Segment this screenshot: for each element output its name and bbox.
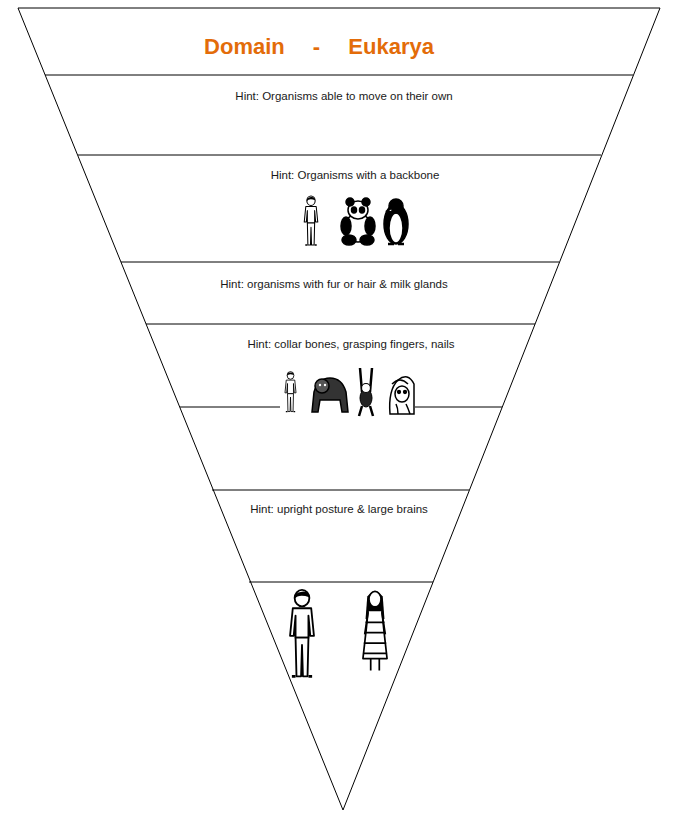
- hint-band: Hint: Organisms able to move on their ow…: [231, 88, 456, 106]
- hint-text: Hint: organisms with fur or hair & milk …: [220, 278, 448, 292]
- orangutan-figure: [390, 377, 414, 414]
- hint-text: Hint: Organisms able to move on their ow…: [235, 90, 452, 104]
- hint-band: Hint: upright posture & large brains: [246, 501, 432, 519]
- hint-text: Hint: upright posture & large brains: [250, 503, 428, 517]
- hint-text: Hint: Organisms with a backbone: [271, 169, 440, 183]
- gibbon-figure: [359, 368, 373, 416]
- woman-figure: [363, 591, 387, 670]
- hint-band: Hint: organisms with fur or hair & milk …: [216, 276, 452, 294]
- human-figure: [304, 196, 318, 245]
- panda-figure: [341, 198, 375, 245]
- penguin-figure: [384, 199, 408, 244]
- hint-band: Hint: Organisms with a backbone: [267, 167, 444, 185]
- man-figure: [290, 590, 314, 676]
- human-figure: [285, 372, 296, 412]
- hint-text: Hint: collar bones, grasping fingers, na…: [247, 338, 454, 352]
- gorilla-figure: [312, 378, 348, 412]
- diagram-title: Domain - Eukarya: [204, 34, 434, 60]
- hint-band: Hint: collar bones, grasping fingers, na…: [243, 336, 458, 354]
- pyramid-outline: [18, 8, 660, 810]
